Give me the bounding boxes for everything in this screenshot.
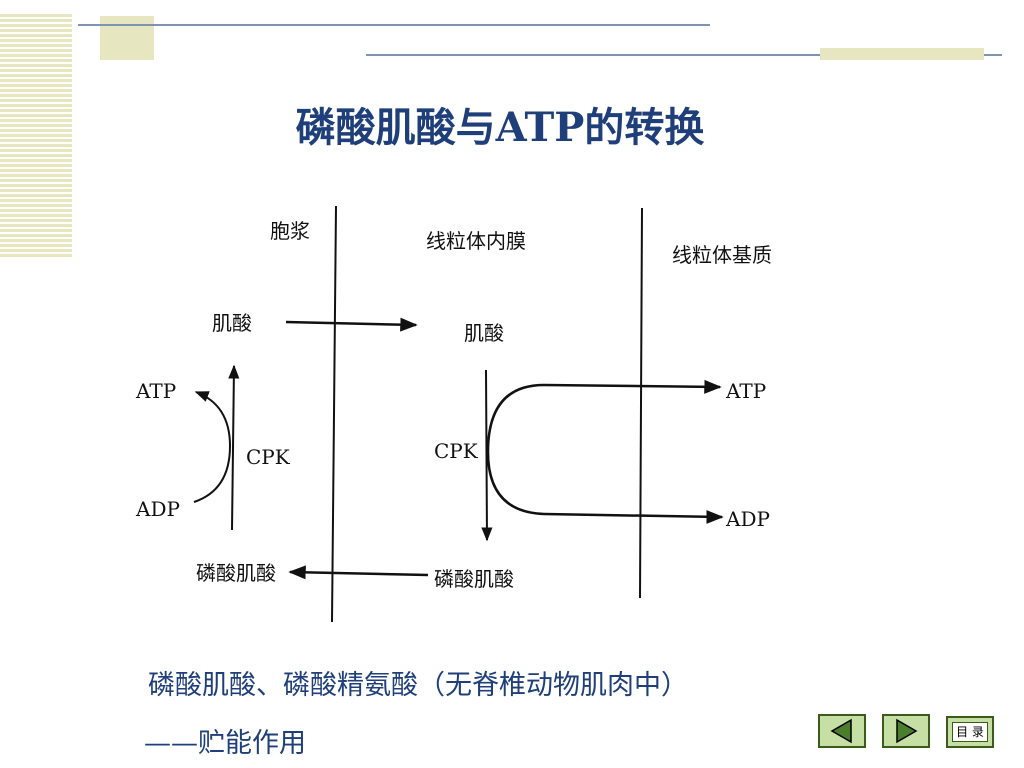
decorative-rule-bottom xyxy=(366,54,1002,56)
triangle-right-icon xyxy=(896,718,918,744)
left-vertical-arrow xyxy=(228,364,240,531)
decorative-stripes xyxy=(0,14,72,258)
creatine-atp-diagram: 胞浆 线粒体内膜 线粒体基质 肌酸 肌酸 ATP CPK ADP CPK ATP… xyxy=(135,205,772,623)
membrane-line-inner xyxy=(639,207,643,599)
triangle-left-icon xyxy=(830,718,852,744)
middle-phosphocreatine-label: 磷酸肌酸 xyxy=(434,567,514,591)
region-label-matrix: 线粒体基质 xyxy=(672,243,772,267)
decorative-bar xyxy=(820,48,984,60)
caption-line-2: ——贮能作用 xyxy=(144,728,306,759)
phosphocreatine-transport-arrow xyxy=(288,565,429,580)
left-cpk-label: CPK xyxy=(246,445,291,469)
decorative-rule-top xyxy=(78,24,710,26)
next-slide-button[interactable] xyxy=(882,714,930,748)
middle-atp-adp-curve xyxy=(486,379,722,519)
middle-creatine-label: 肌酸 xyxy=(464,321,504,345)
right-adp-label: ADP xyxy=(725,507,770,531)
left-adp-to-atp-curve xyxy=(193,391,232,503)
left-phosphocreatine-label: 磷酸肌酸 xyxy=(196,561,276,585)
contents-button-label: 目 录 xyxy=(952,722,988,742)
prev-slide-button[interactable] xyxy=(818,714,866,748)
region-label-inner-membrane: 线粒体内膜 xyxy=(426,229,526,253)
right-atp-label: ATP xyxy=(725,379,766,403)
middle-vertical-arrow xyxy=(481,369,493,542)
left-creatine-label: 肌酸 xyxy=(212,311,252,335)
contents-button[interactable]: 目 录 xyxy=(946,716,994,748)
membrane-line-outer xyxy=(331,205,337,623)
caption-line-1: 磷酸肌酸、磷酸精氨酸（无脊椎动物肌肉中） xyxy=(148,670,688,701)
middle-cpk-label: CPK xyxy=(434,439,479,463)
slide-title: 磷酸肌酸与ATP的转换 xyxy=(295,104,705,151)
region-label-cytosol: 胞浆 xyxy=(270,219,310,243)
decorative-square xyxy=(100,16,154,60)
left-adp-label: ADP xyxy=(135,497,180,521)
creatine-transport-arrow xyxy=(285,317,418,332)
left-atp-label: ATP xyxy=(135,379,176,403)
